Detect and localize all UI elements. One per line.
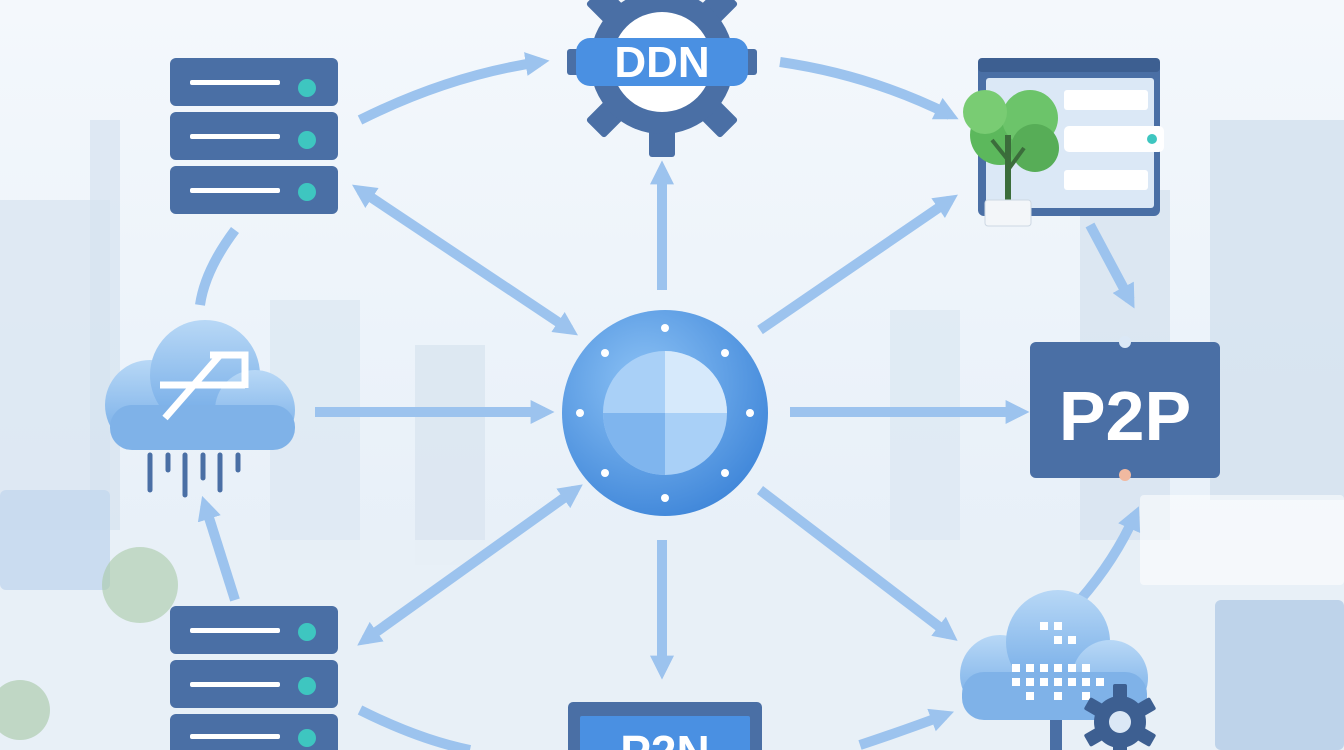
p2p-box [1030,336,1220,481]
tree-icon [963,90,1059,227]
server-stack-icon [170,58,338,214]
arrow-server-cloud-link [195,227,240,306]
connection-arrows [195,52,1141,750]
p2n-label: P2N [620,726,709,750]
arrow-bottom-curve-right [858,708,954,750]
cdn-label: DDN [614,38,709,87]
arrow-hub-to-bottom-right [756,486,958,641]
server-stack-icon [170,606,338,750]
arrow-hub-to-panel [757,194,958,335]
arrow-server-up-to-cloud [197,495,240,602]
arrow-bottom-right-to-p2p [1076,506,1141,604]
gear-icon [1084,684,1156,750]
arrow-cdn-to-panel [779,57,959,120]
arrow-hub-to-top-left [352,184,578,336]
p2n-box [568,702,762,750]
gear-icon [567,0,757,157]
cloud-data-icon [960,590,1156,750]
arrow-bottom-curve-left [357,705,471,750]
arrow-server-to-cdn [357,52,550,125]
arrow-panel-to-p2p [1085,222,1135,309]
p2p-label: P2P [1059,377,1191,455]
cloud-arrow-icon [105,320,295,498]
hub-dial-icon [562,310,768,516]
arrow-hub-to-bottom-left [357,484,583,646]
browser-window-icon [963,58,1164,227]
